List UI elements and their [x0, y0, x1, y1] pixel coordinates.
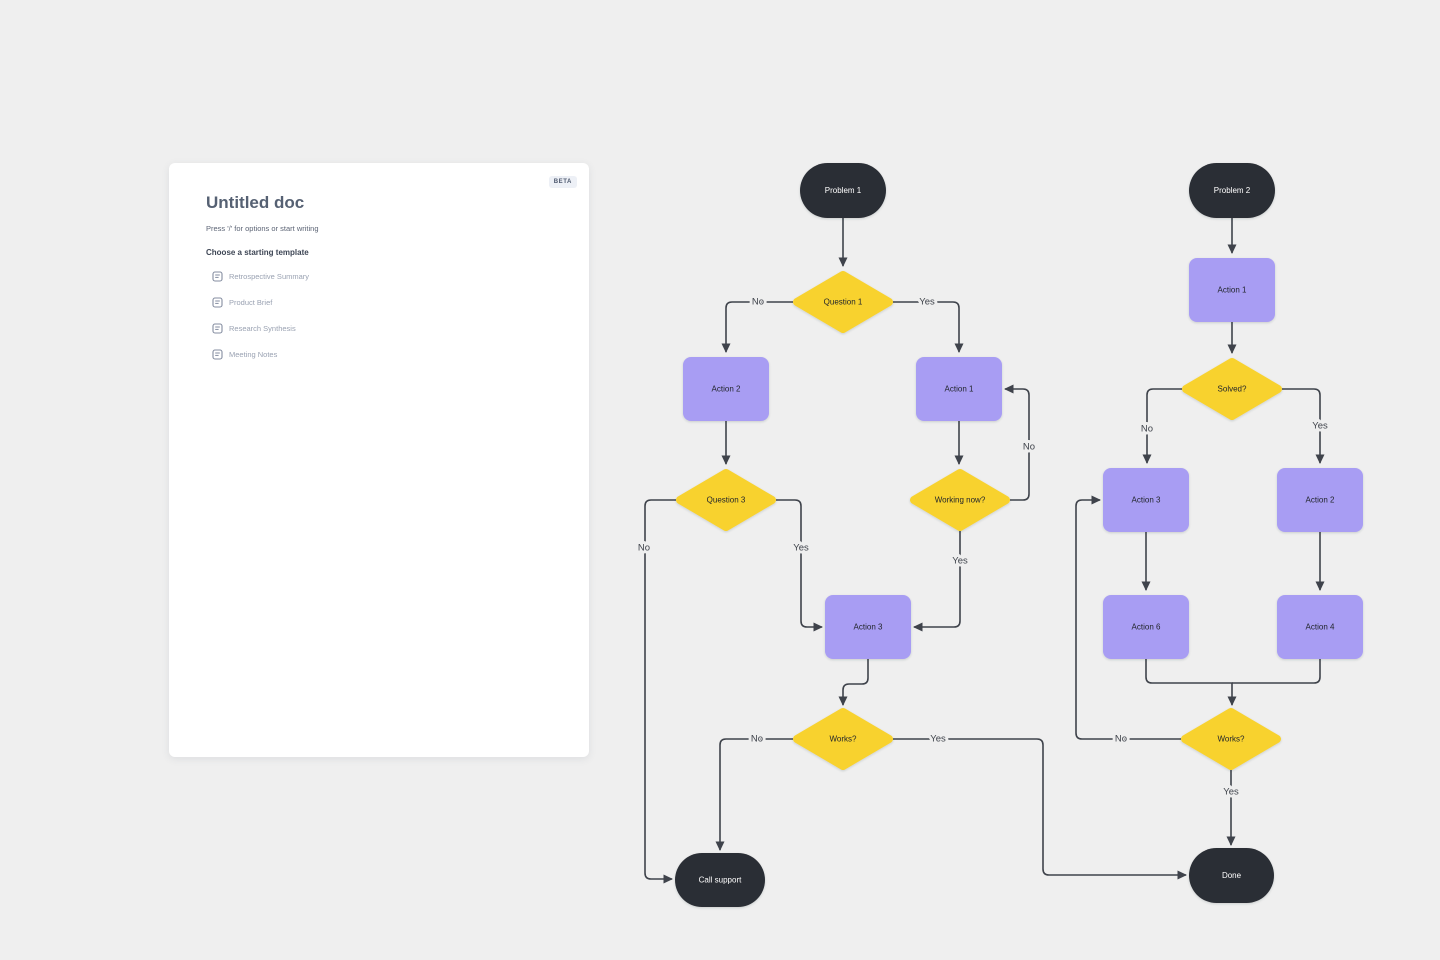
node-action-1[interactable]: Action 1: [916, 357, 1002, 421]
node-action-2-chart2[interactable]: Action 2: [1277, 468, 1363, 532]
edge-solved-no-action3[interactable]: [1142, 388, 1182, 464]
edge-works-no-action3-loop[interactable]: [1075, 495, 1181, 740]
edge-works-yes-done[interactable]: [893, 738, 1187, 880]
node-works-2[interactable]: Works?: [1181, 708, 1281, 770]
template-item-research-synthesis[interactable]: Research Synthesis: [212, 323, 309, 334]
doc-panel: BETA Untitled doc Press '/' for options …: [169, 163, 589, 757]
node-call-support-label: Call support: [699, 876, 742, 885]
edge-solved-yes-action2[interactable]: [1282, 388, 1325, 464]
node-action-2-chart2-label: Action 2: [1306, 496, 1335, 505]
node-works-2-label: Works?: [1218, 735, 1246, 744]
edge-label-works1-no: No: [751, 734, 763, 745]
template-item-meeting-notes[interactable]: Meeting Notes: [212, 349, 309, 360]
template-item-label: Research Synthesis: [229, 324, 296, 333]
node-action-1-chart2-label: Action 1: [1218, 286, 1247, 295]
node-action-2-label: Action 2: [712, 385, 741, 394]
template-list: Retrospective Summary Product Brief Rese…: [212, 271, 309, 360]
node-action-1-chart2[interactable]: Action 1: [1189, 258, 1275, 322]
node-action-3-chart2-label: Action 3: [1132, 496, 1161, 505]
node-action-4-label: Action 4: [1306, 623, 1335, 632]
template-item-product-brief[interactable]: Product Brief: [212, 297, 309, 308]
node-problem-2[interactable]: Problem 2: [1189, 163, 1275, 218]
edge-action3-works[interactable]: [838, 659, 869, 706]
node-working-now[interactable]: Working now?: [910, 469, 1010, 531]
node-solved-label: Solved?: [1218, 385, 1247, 394]
node-done-label: Done: [1222, 871, 1242, 880]
node-works-1-label: Works?: [830, 735, 858, 744]
node-problem-2-label: Problem 2: [1214, 186, 1251, 195]
edge-works-no-callsupport[interactable]: [715, 738, 793, 851]
edge-label-solved-no: No: [1141, 424, 1153, 435]
template-item-label: Retrospective Summary: [229, 272, 310, 281]
edge-workingnow-yes-action3[interactable]: [913, 531, 961, 632]
edge-question3-no-callsupport[interactable]: [644, 499, 676, 884]
node-action-4[interactable]: Action 4: [1277, 595, 1363, 659]
edge-label-works2-no: No: [1115, 734, 1127, 745]
node-action-3-label: Action 3: [854, 623, 883, 632]
edge-label-q3-no: No: [638, 543, 650, 554]
edge-labels: No Yes No No Yes Yes No Yes No Yes No Ye…: [635, 294, 1331, 801]
node-call-support[interactable]: Call support: [675, 853, 765, 907]
edge-label-q3-yes: Yes: [793, 543, 809, 554]
edge-label-works1-yes: Yes: [930, 734, 946, 745]
node-question-1[interactable]: Question 1: [793, 271, 893, 333]
edge-question1-yes-action1[interactable]: [893, 301, 964, 353]
node-problem-1[interactable]: Problem 1: [800, 163, 886, 218]
node-action-6[interactable]: Action 6: [1103, 595, 1189, 659]
templates-heading: Choose a starting template: [206, 248, 309, 257]
node-action-2[interactable]: Action 2: [683, 357, 769, 421]
template-item-label: Meeting Notes: [229, 350, 278, 359]
flowchart1-edges: [644, 218, 1187, 884]
document-icon: [212, 349, 223, 360]
edge-label-works2-yes: Yes: [1223, 787, 1239, 798]
node-question-3[interactable]: Question 3: [676, 469, 776, 531]
template-item-label: Product Brief: [229, 298, 273, 307]
edge-label-q1-yes: Yes: [919, 297, 935, 308]
edge-action4-works-merge[interactable]: [1232, 659, 1321, 684]
doc-title[interactable]: Untitled doc: [206, 193, 305, 212]
node-works-1[interactable]: Works?: [793, 708, 893, 770]
doc-subtitle-hint[interactable]: Press '/' for options or start writing: [206, 224, 319, 233]
edge-question1-no-action2[interactable]: [721, 301, 793, 353]
edge-label-wn-yes: Yes: [952, 556, 968, 567]
edge-workingnow-no-action1-loop[interactable]: [1004, 384, 1030, 501]
edge-question3-yes-action3[interactable]: [776, 499, 823, 632]
node-action-1-label: Action 1: [945, 385, 974, 394]
node-working-now-label: Working now?: [935, 496, 986, 505]
node-done[interactable]: Done: [1189, 848, 1274, 903]
node-solved[interactable]: Solved?: [1182, 358, 1282, 420]
node-question-3-label: Question 3: [707, 496, 746, 505]
node-action-3[interactable]: Action 3: [825, 595, 911, 659]
document-icon: [212, 297, 223, 308]
node-action-6-label: Action 6: [1132, 623, 1161, 632]
edge-label-wn-no: No: [1023, 442, 1035, 453]
document-icon: [212, 271, 223, 282]
edge-action6-works-merge[interactable]: [1145, 659, 1237, 706]
flowchart2-edges: [1075, 218, 1325, 846]
edge-label-q1-no: No: [752, 297, 764, 308]
node-question-1-label: Question 1: [824, 298, 863, 307]
edge-label-solved-yes: Yes: [1312, 421, 1328, 432]
template-item-retrospective-summary[interactable]: Retrospective Summary: [212, 271, 309, 282]
node-problem-1-label: Problem 1: [825, 186, 862, 195]
node-action-3-chart2[interactable]: Action 3: [1103, 468, 1189, 532]
document-icon: [212, 323, 223, 334]
beta-badge: BETA: [548, 176, 577, 188]
